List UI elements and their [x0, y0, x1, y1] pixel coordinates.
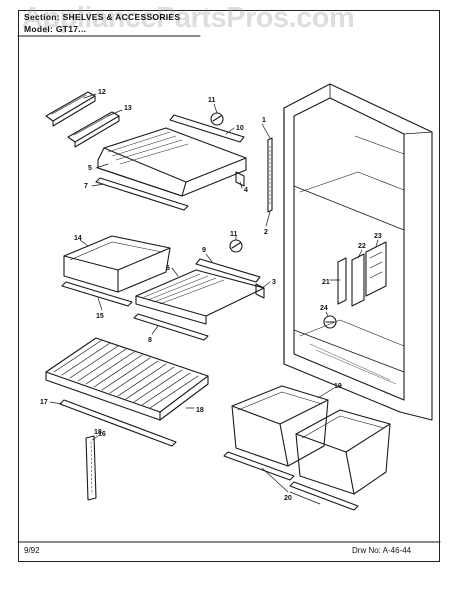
part-8-shelf-trim: [133, 313, 209, 341]
callout-8: 8: [148, 337, 152, 344]
section-title: Section: SHELVES & ACCESSORIES: [24, 12, 181, 22]
callout-11-upper: 11: [208, 97, 216, 104]
callout-22: 22: [358, 243, 366, 250]
callout-1: 1: [262, 117, 266, 124]
part-11-shelf-clip: [210, 112, 224, 126]
part-21-bracket: [337, 257, 347, 305]
callout-18-shield: 18: [94, 429, 102, 436]
part-19-crisper-drawer-right: [295, 409, 391, 495]
callout-labels: 1 2 3 4 5 6 7 8 9 10 11 11 12 13 14 15 1…: [40, 89, 382, 502]
part-9-shelf-rail: [195, 258, 261, 283]
part-22-cover: [351, 253, 365, 307]
callout-10: 10: [236, 125, 244, 132]
part-13-bracket: [67, 111, 120, 148]
callout-16: 16: [98, 431, 106, 438]
callout-7: 7: [84, 183, 88, 190]
part-14-meat-drawer: [63, 235, 171, 293]
part-15-drawer-cover: [61, 281, 133, 307]
part-7-shelf-trim: [95, 177, 189, 211]
callout-2: 2: [264, 229, 268, 236]
callout-15: 15: [96, 313, 104, 320]
callout-4: 4: [244, 187, 248, 194]
drawing-frame: [18, 10, 440, 562]
callout-24: 24: [320, 305, 328, 312]
callout-3: 3: [272, 279, 276, 286]
callout-17: 17: [40, 399, 48, 406]
part-20-drawer-slide-right: [289, 481, 359, 511]
part-24-knob: [323, 315, 337, 329]
callout-21: 21: [322, 279, 330, 286]
callout-6: 6: [166, 265, 170, 272]
callout-14: 14: [74, 235, 82, 242]
part-1-vertical-rail: [267, 137, 273, 213]
callout-11-lower: 11: [230, 231, 238, 238]
callout-23: 23: [374, 233, 382, 240]
part-12-bracket: [45, 91, 96, 127]
callout-18-shelf: 18: [196, 407, 204, 414]
part-11-shelf-clip-lower: [229, 239, 243, 253]
model-title: Model: GT17...: [24, 24, 87, 34]
callout-13: 13: [124, 105, 132, 112]
leader-lines: [49, 93, 379, 505]
part-10-shelf-rail: [169, 114, 245, 143]
callout-5: 5: [88, 165, 92, 172]
part-18-light-shield: [85, 435, 97, 501]
part-17-shelf-trim: [59, 399, 177, 447]
part-4-shelf-support: [235, 171, 245, 187]
part-18-grille-shelf: [45, 337, 209, 421]
part-23-control-housing: [365, 241, 387, 297]
callout-12: 12: [98, 89, 106, 96]
watermark: AppliancePartsPros.com: [22, 2, 355, 34]
callout-19: 19: [334, 383, 342, 390]
part-5-wire-shelf: [97, 127, 247, 197]
footer-date: 9/92: [24, 546, 40, 555]
drawing-number: Drw No: A-46-44: [352, 546, 412, 555]
callout-9: 9: [202, 247, 206, 254]
refrigerator-cabinet: [283, 83, 433, 421]
part-19-crisper-drawer-left: [231, 385, 329, 467]
callout-20: 20: [284, 495, 292, 502]
part-3-shelf-support: [255, 283, 265, 299]
part-20-drawer-slide-left: [223, 451, 295, 481]
